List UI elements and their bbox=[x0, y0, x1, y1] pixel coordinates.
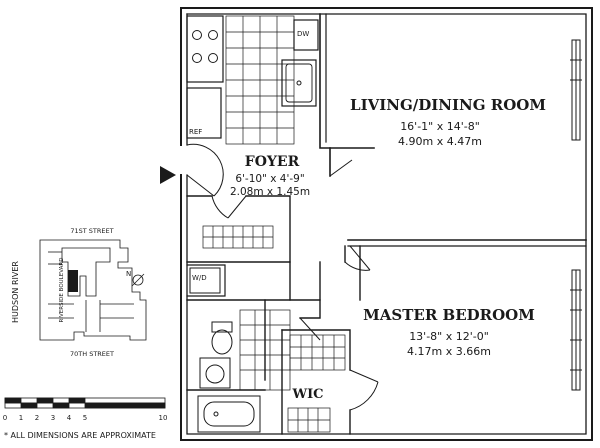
cooktop bbox=[186, 15, 224, 83]
dishwasher-label: DW bbox=[297, 30, 309, 38]
scale-tick: 10 bbox=[159, 414, 168, 422]
doors bbox=[186, 143, 379, 411]
compass-icon bbox=[131, 273, 145, 287]
living-room-name: LIVING/DINING ROOM bbox=[350, 96, 546, 114]
washer-dryer bbox=[189, 267, 221, 294]
bedroom-dim-metric: 4.17m x 3.66m bbox=[407, 345, 491, 358]
scale-tick: 3 bbox=[51, 414, 55, 422]
refrigerator-label: REF bbox=[189, 128, 202, 136]
key-plan-unit-marker bbox=[68, 270, 78, 292]
foyer-dim-metric: 2.08m x 1.45m bbox=[230, 186, 310, 198]
scale-tick: 5 bbox=[83, 414, 87, 422]
wic-name: WIC bbox=[291, 387, 323, 402]
kitchen bbox=[186, 15, 319, 145]
bedroom-dim-imperial: 13'-8" x 12'-0" bbox=[409, 330, 489, 343]
washer-dryer-label: W/D bbox=[192, 274, 207, 282]
living-room-dim-metric: 4.90m x 4.47m bbox=[398, 135, 482, 148]
compass-letter: N bbox=[126, 270, 131, 278]
key-plan-south-street: 70TH STREET bbox=[70, 350, 114, 358]
living-room-dim-imperial: 16'-1" x 14'-8" bbox=[400, 120, 480, 133]
scale-tick: 2 bbox=[35, 414, 39, 422]
windows bbox=[570, 39, 582, 391]
toilet bbox=[211, 321, 233, 355]
bathtub bbox=[197, 395, 261, 433]
scale-ticks: 0 1 2 3 4 5 10 bbox=[3, 414, 168, 422]
key-plan-boulevard: RIVERSIDE BOULEVARD bbox=[59, 258, 65, 323]
key-plan-north-street: 71ST STREET bbox=[70, 227, 113, 235]
scale-tick: 4 bbox=[67, 414, 72, 422]
dishwasher bbox=[293, 19, 319, 51]
foyer-dim-imperial: 6'-10" x 4'-9" bbox=[235, 173, 304, 185]
closet-shelves bbox=[202, 225, 346, 433]
scale-bar: 0 1 2 3 4 5 10 bbox=[3, 397, 168, 422]
kitchen-sink bbox=[281, 59, 317, 107]
bathroom-fixtures bbox=[189, 267, 261, 433]
bathroom-sink bbox=[199, 357, 231, 389]
refrigerator bbox=[186, 87, 222, 139]
scale-tick: 0 bbox=[3, 414, 7, 422]
bedroom-name: MASTER BEDROOM bbox=[363, 306, 535, 324]
key-plan: 71ST STREET 70TH STREET HUDSON RIVER RIV… bbox=[11, 227, 147, 358]
entry-arrow-icon bbox=[160, 166, 176, 184]
scale-tick: 1 bbox=[19, 414, 23, 422]
disclaimer: * ALL DIMENSIONS ARE APPROXIMATE bbox=[4, 431, 156, 440]
key-plan-river: HUDSON RIVER bbox=[11, 261, 20, 323]
foyer-name: FOYER bbox=[245, 154, 300, 170]
